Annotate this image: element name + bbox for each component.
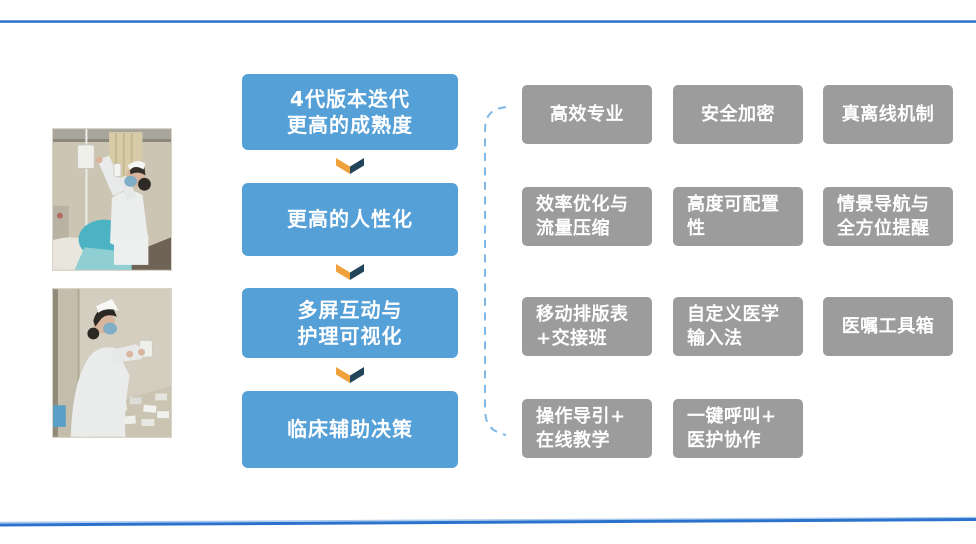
photo-nurse-medication-illustration <box>53 289 171 437</box>
feature-box-label: 医嘱工具箱 <box>841 315 935 337</box>
dashed-bracket <box>484 106 507 436</box>
feature-box-label: 一键呼叫+ 医护协作 <box>687 405 777 451</box>
feature-box: 安全加密 <box>673 85 803 144</box>
feature-box: 高效专业 <box>522 85 652 144</box>
feature-box-label: 自定义医学 输入法 <box>687 303 780 349</box>
top-border-line <box>0 20 976 23</box>
feature-box-label: 效率优化与 流量压缩 <box>536 193 629 239</box>
feature-box: 真离线机制 <box>823 85 953 144</box>
flow-step-2-label: 更高的人性化 <box>287 207 413 232</box>
feature-box: 移动排版表 +交接班 <box>522 297 652 356</box>
feature-box-label: 安全加密 <box>701 103 775 125</box>
photo-nurse-iv-scan <box>52 128 172 271</box>
flow-step-4-label: 临床辅助决策 <box>287 417 413 442</box>
feature-box-label: 高度可配置 性 <box>687 193 780 239</box>
feature-box-label: 移动排版表 +交接班 <box>536 303 629 349</box>
bottom-border-line <box>0 516 976 527</box>
feature-box-label: 真离线机制 <box>841 103 935 125</box>
flow-arrow-down-1-icon <box>336 158 364 174</box>
photo-nurse-medication <box>52 288 172 438</box>
feature-box: 医嘱工具箱 <box>823 297 953 356</box>
feature-box: 自定义医学 输入法 <box>673 297 803 356</box>
feature-box: 操作导引+ 在线教学 <box>522 399 652 458</box>
flow-step-4: 临床辅助决策 <box>242 391 458 468</box>
flow-arrow-down-3-icon <box>336 367 364 383</box>
feature-box: 情景导航与 全方位提醒 <box>823 187 953 246</box>
flow-step-3-label: 多屏互动与 护理可视化 <box>297 297 403 348</box>
feature-box: 效率优化与 流量压缩 <box>522 187 652 246</box>
feature-box: 高度可配置 性 <box>673 187 803 246</box>
feature-box-label: 操作导引+ 在线教学 <box>536 405 626 451</box>
flow-arrow-down-2-icon <box>336 264 364 280</box>
flow-step-2: 更高的人性化 <box>242 183 458 256</box>
photo-nurse-iv-scan-illustration <box>53 129 171 270</box>
flow-step-1-label: 4代版本迭代 更高的成熟度 <box>287 86 413 137</box>
feature-box-label: 情景导航与 全方位提醒 <box>837 193 930 239</box>
flow-step-1: 4代版本迭代 更高的成熟度 <box>242 74 458 150</box>
feature-box-label: 高效专业 <box>550 103 624 125</box>
feature-box: 一键呼叫+ 医护协作 <box>673 399 803 458</box>
flow-step-3: 多屏互动与 护理可视化 <box>242 288 458 358</box>
